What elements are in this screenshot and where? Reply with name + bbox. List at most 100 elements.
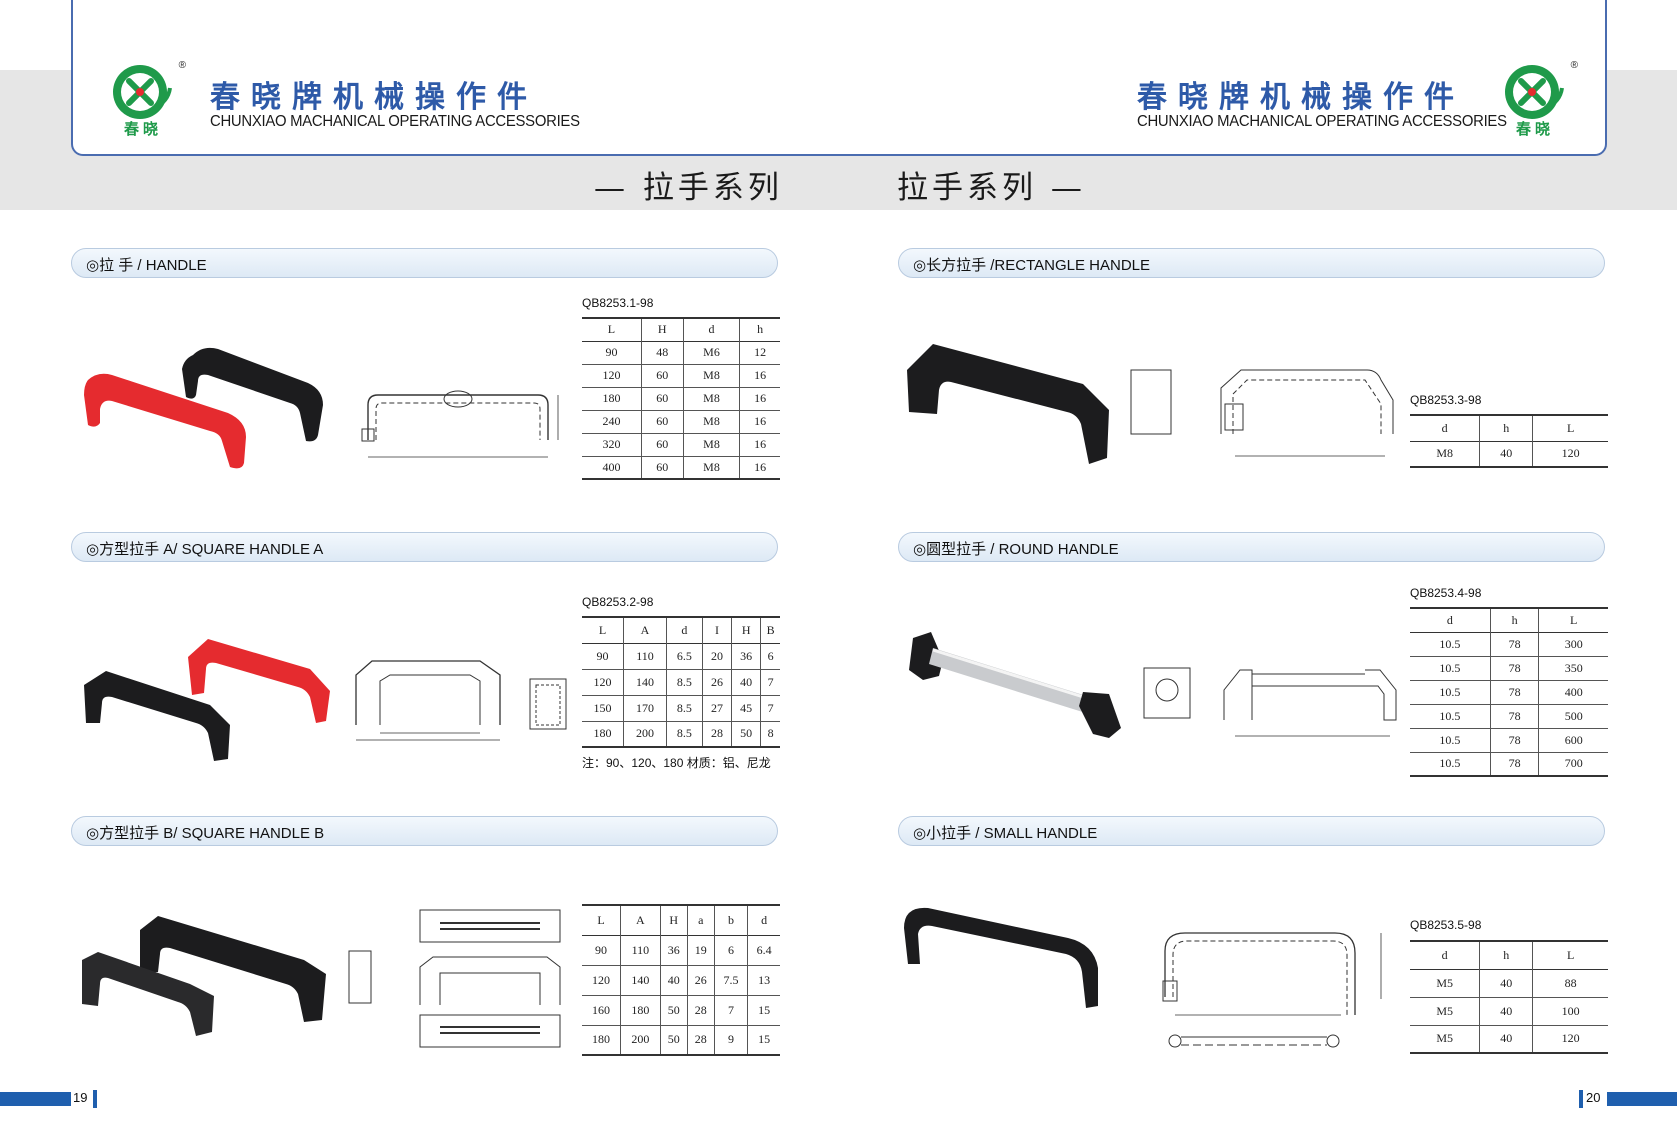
table-cell: 110 [623,643,667,669]
column-header: h [1479,941,1533,969]
registered-mark: ® [1570,60,1578,71]
table-cell: 13 [747,965,780,995]
column-header: H [640,318,684,341]
table-cell: M8 [682,410,740,433]
table-cell: 60 [640,387,684,410]
table-cell: 100 [1532,997,1608,1025]
series-title-left: — 拉手系列 [594,170,783,206]
column-header: L [1532,415,1608,441]
table-cell: 40 [1479,1025,1533,1053]
column-header: L [607,322,616,337]
standard-code: QB8253.2-98 [582,595,654,609]
column-header: d [1446,612,1453,627]
table-cell: 40 [1479,997,1533,1025]
table-cell: M5 [1436,975,1453,990]
table-cell: 50 [659,1025,688,1055]
column-header: B [760,617,780,643]
table-cell: 60 [640,456,684,479]
table-cell: 12 [739,341,780,364]
table-cell: 78 [1489,728,1539,752]
table-cell: 40 [731,669,761,695]
table-cell: 170 [623,695,667,721]
table-cell: 20 [701,643,732,669]
table-cell: 400 [1538,680,1608,704]
logo-text: 春晓 [123,121,162,138]
column-header: L [598,622,607,637]
column-header: h [1479,415,1533,441]
table-cell: 8.5 [665,721,703,747]
table-cell: 28 [686,1025,715,1055]
table-cell: 500 [1538,704,1608,728]
table-cell: 60 [640,364,684,387]
table-cell: 700 [1538,752,1608,776]
round-handle-photo [909,632,1121,738]
section-title: ◎拉 手 / HANDLE [86,257,207,274]
table-cell: 350 [1538,656,1608,680]
handle-drawing [361,390,559,458]
column-header: H [659,905,688,935]
table-cell: M5 [1436,1003,1453,1018]
small-handle-drawing [1162,932,1382,1048]
table-cell: 140 [623,669,667,695]
table-cell: 8.5 [665,669,703,695]
table-cell: 120 [1532,441,1608,467]
table-cell: 45 [731,695,761,721]
square-handle-b-drawing [348,909,561,1048]
table-cell: 16 [739,456,780,479]
table-cell: 15 [747,995,780,1025]
square-handle-a-drawing [355,660,567,741]
table-cell: 16 [739,364,780,387]
table-cell: 300 [1538,632,1608,656]
standard-code: QB8253.1-98 [582,296,654,310]
table-cell: M8 [682,364,740,387]
registered-mark: ® [178,60,186,71]
table-cell: 7 [760,695,780,721]
rectangle-handle-photo [907,344,1109,464]
column-header: A [620,905,661,935]
column-header: h [739,318,780,341]
brand-name-cn-right: 春晓牌机械操作件 [1137,80,1465,115]
table-cell: 28 [701,721,732,747]
section-header-rectangle: ◎长方拉手 /RECTANGLE HANDLE [898,248,1605,278]
page-number-left: 19 [73,1090,88,1105]
table-cell: 7 [713,995,748,1025]
table-cell: 50 [659,995,688,1025]
table-cell: 27 [701,695,732,721]
standard-code: QB8253.4-98 [1410,586,1482,600]
table-cell: 6.4 [747,935,780,965]
table-cell: 36 [659,935,688,965]
table-cell: 40 [1479,969,1533,997]
table-cell: 6 [760,643,780,669]
table-cell: 90 [596,648,609,663]
logo-icon [113,65,172,119]
table-cell: 28 [686,995,715,1025]
table-cell: 160 [592,1002,611,1017]
table-cell: 9 [713,1025,748,1055]
table-cell: 10.5 [1439,660,1461,675]
header-frame [71,0,1607,156]
section-header-square-a: ◎方型拉手 A/ SQUARE HANDLE A [71,532,778,562]
column-header: a [686,905,715,935]
table-cell: 200 [623,721,667,747]
table-cell: 320 [602,437,621,451]
brand-name-cn-left: 春晓牌机械操作件 [210,80,538,115]
column-header: b [713,905,748,935]
page-bar-right [1607,1092,1677,1106]
table-cell: 16 [739,433,780,456]
page-tick-right [1579,1090,1583,1108]
table-cell: 180 [602,391,621,405]
